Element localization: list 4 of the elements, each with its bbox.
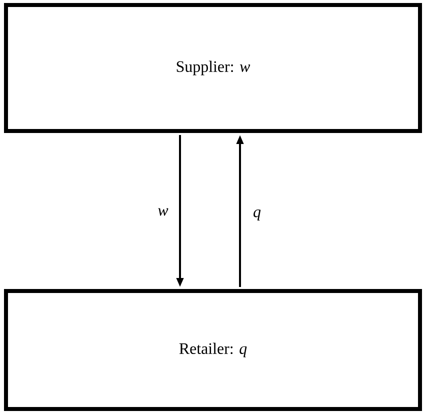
process-box: Supplier: w: [4, 3, 422, 133]
edge-label: w: [158, 208, 168, 216]
process-box: Retailer: q: [4, 289, 422, 411]
edge-label: q: [254, 210, 261, 220]
